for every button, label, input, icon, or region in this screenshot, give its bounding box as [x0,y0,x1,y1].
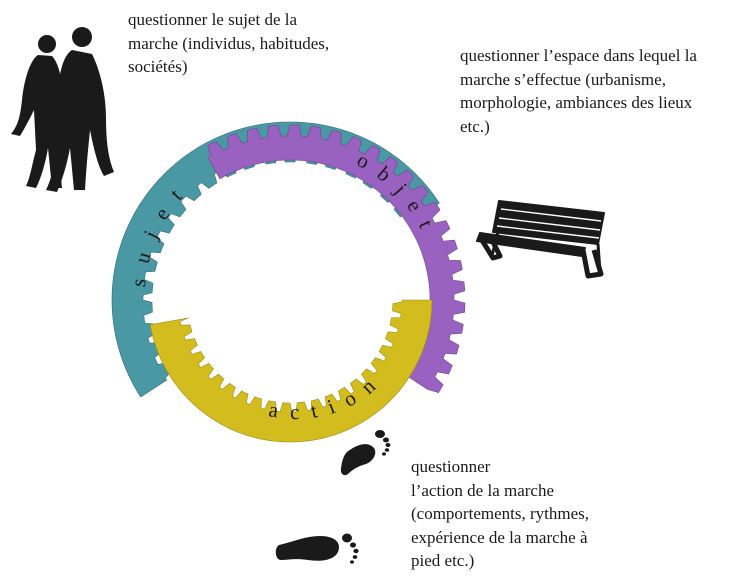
action-caption: questionner l’action de la marche (compo… [411,457,589,570]
bench-icon [476,200,605,279]
sujet-caption: questionner le sujet de la marche (indiv… [128,10,330,76]
objet-caption: questionner l’espace dans lequel la marc… [460,46,697,136]
walkers-icon [11,27,114,192]
objet-ring [207,124,466,394]
footprints-icon [275,430,391,564]
action-ring [149,299,433,443]
